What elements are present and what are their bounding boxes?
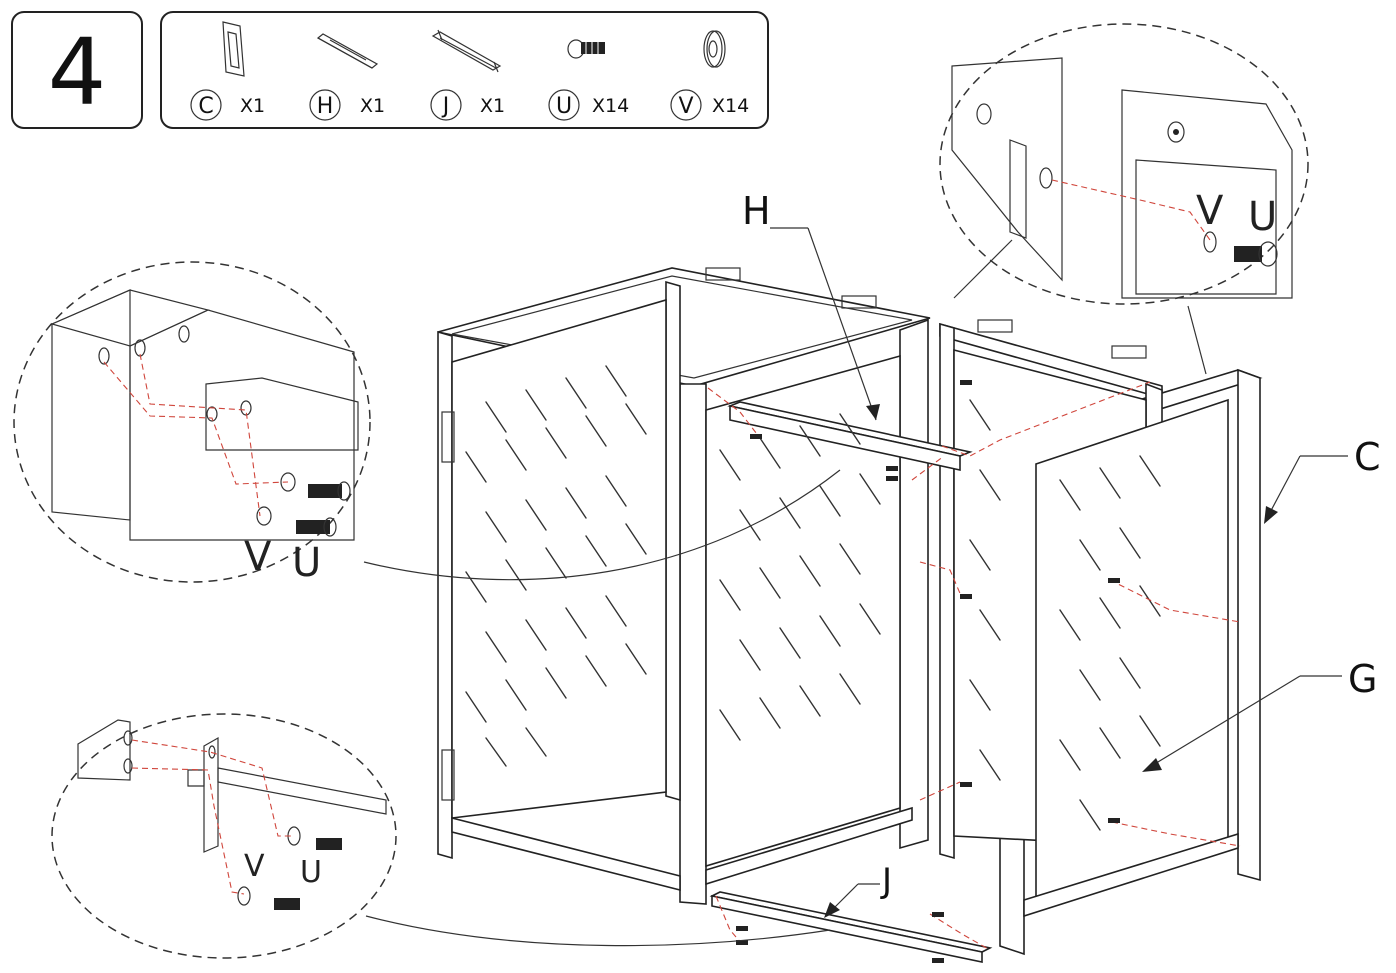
detail-left-u: U <box>292 540 321 586</box>
detail-left-v: V <box>244 534 272 580</box>
callout-h: H <box>742 189 880 421</box>
svg-text:X14: X14 <box>712 95 749 117</box>
svg-text:X14: X14 <box>592 95 629 117</box>
part-label-v: V X14 <box>670 89 749 121</box>
detail-top-right-v: V <box>1196 188 1224 234</box>
detail-top-right: V U <box>939 23 1309 375</box>
part-label-u: U X14 <box>548 89 629 121</box>
detail-bottom-left: V U <box>51 713 831 959</box>
cabinet-assembly <box>437 267 1263 963</box>
panel-frame-icon <box>222 21 245 77</box>
svg-text:X1: X1 <box>480 95 505 117</box>
detail-bottom-left-v: V <box>244 849 265 884</box>
callout-g: G <box>1142 657 1377 772</box>
svg-text:V: V <box>678 94 693 119</box>
svg-text:H: H <box>317 94 334 119</box>
svg-text:C: C <box>198 94 213 119</box>
svg-text:H: H <box>742 189 771 233</box>
bottom-rail-icon <box>431 29 502 73</box>
detail-top-right-u: U <box>1248 194 1277 240</box>
part-label-j: J X1 <box>430 89 505 121</box>
detail-left: V U <box>13 261 841 586</box>
part-label-h: H X1 <box>309 89 385 121</box>
step-number: 4 <box>48 19 107 126</box>
svg-text:J: J <box>441 94 450 119</box>
parts-list-box: C X1 H X1 J X1 U X14 V X14 <box>160 11 769 129</box>
detail-bottom-left-u: U <box>300 855 322 890</box>
fastener-guides <box>707 381 1241 951</box>
callout-c: C <box>1264 435 1381 524</box>
washer-icon <box>703 30 726 68</box>
part-j-rail <box>709 891 993 963</box>
callout-j: J <box>824 861 892 918</box>
perforation-slots <box>465 365 1161 831</box>
svg-text:X1: X1 <box>240 95 265 117</box>
svg-text:U: U <box>556 94 572 119</box>
svg-text:C: C <box>1354 435 1381 479</box>
step-number-box: 4 <box>11 11 143 129</box>
top-bar-icon <box>316 33 379 69</box>
part-label-c: C X1 <box>190 89 265 121</box>
svg-text:J: J <box>880 861 892 901</box>
inline-fasteners <box>736 380 1120 963</box>
svg-text:X1: X1 <box>360 95 385 117</box>
bolt-icon <box>567 39 605 59</box>
svg-text:G: G <box>1348 657 1377 701</box>
